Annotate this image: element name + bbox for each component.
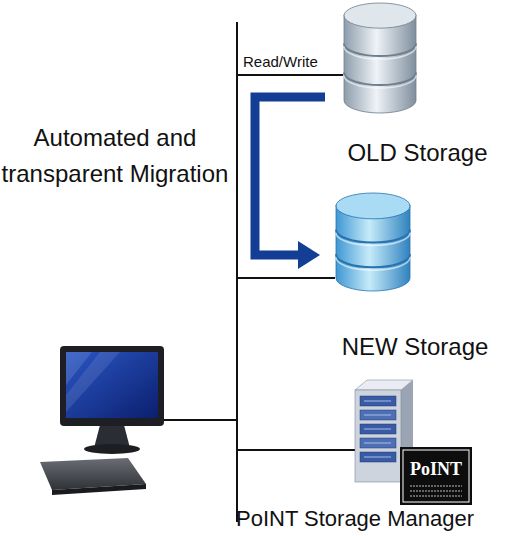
storage-node: OLD Storage: [325, 2, 510, 168]
server-icon: [355, 380, 413, 482]
server-node: PoINT Storage Manager: [200, 380, 510, 532]
node-caption: NEW Storage: [320, 332, 510, 362]
computer-icon: [40, 346, 164, 495]
migration-arrow: [255, 97, 325, 269]
migration-note: Automated and transparent Migration: [0, 120, 230, 192]
branch-line: [237, 449, 356, 451]
branch-line: [237, 277, 335, 279]
storage-cylinder: [335, 192, 411, 292]
branch-line: [160, 419, 237, 421]
network-bus: [236, 22, 238, 522]
logo-text: PoINT: [400, 458, 472, 480]
read-write-line: [237, 74, 343, 76]
node-caption: PoINT Storage Manager: [200, 506, 510, 532]
node-caption: OLD Storage: [325, 138, 510, 168]
storage-node: NEW Storage: [320, 192, 510, 362]
line-label: Read/Write: [243, 53, 343, 71]
storage-cylinder: [343, 2, 417, 114]
